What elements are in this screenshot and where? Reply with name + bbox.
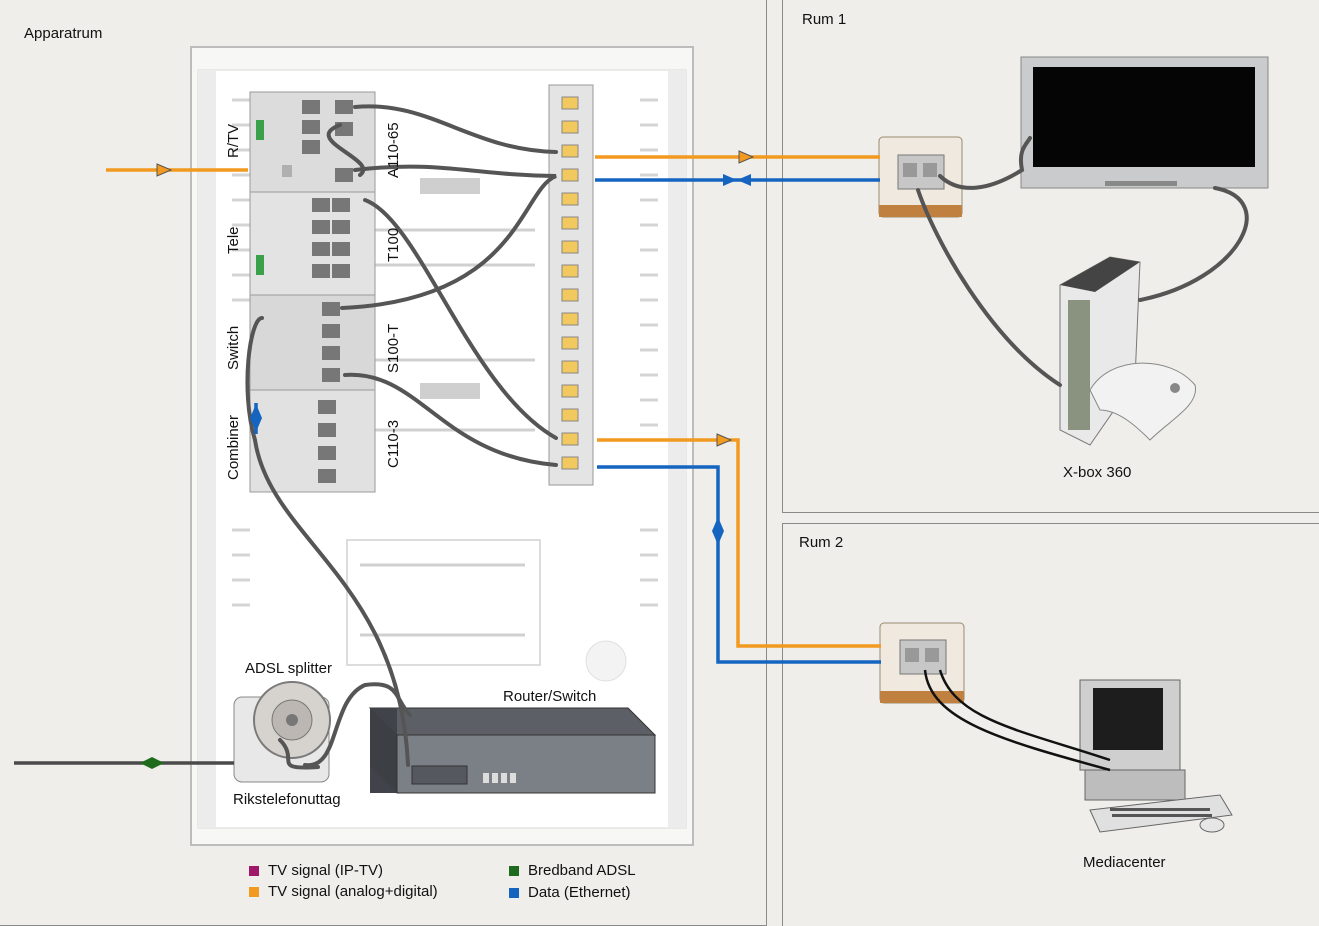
patch-panel: [548, 84, 594, 486]
xbox-console: [1059, 256, 1196, 446]
patch-cables: [245, 104, 1249, 770]
legend-label-tv-analog: TV signal (analog+digital): [268, 883, 438, 900]
label-combiner: Combiner: [225, 415, 242, 480]
label-rikstelefonuttag: Rikstelefonuttag: [233, 791, 341, 808]
mediacenter-computer: [1079, 679, 1233, 833]
label-tele: Tele: [225, 226, 242, 254]
label-rtv: R/TV: [225, 124, 242, 158]
legend-item-tv-analog: TV signal (analog+digital): [249, 883, 438, 900]
room-title-rum2: Rum 2: [799, 534, 844, 551]
label-mediacenter: Mediacenter: [1083, 854, 1166, 871]
label-a110: A110-65: [385, 122, 402, 178]
legend-label-data: Data (Ethernet): [528, 884, 631, 901]
label-s100: S100-T: [385, 324, 402, 373]
label-c110: C110-3: [385, 420, 402, 468]
label-adsl-splitter: ADSL splitter: [245, 660, 332, 677]
legend-item-iptv: TV signal (IP-TV): [249, 862, 383, 879]
room-title-apparatrum: Apparatrum: [24, 25, 103, 42]
wall-outlet-rum2: [879, 622, 965, 704]
legend-item-adsl: Bredband ADSL: [509, 862, 636, 879]
label-t100: T100: [385, 228, 402, 262]
legend-swatch-tv-analog: [249, 886, 259, 897]
signal-arrows: [140, 150, 755, 769]
legend-swatch-adsl: [509, 865, 519, 876]
legend-label-iptv: TV signal (IP-TV): [268, 862, 384, 879]
room-cables: [923, 669, 1111, 772]
legend-item-data: Data (Ethernet): [509, 884, 631, 901]
module-stack: [249, 91, 376, 493]
room-rum2: Rum 2: [782, 523, 1319, 926]
label-router-switch: Router/Switch: [503, 688, 597, 705]
legend-label-adsl: Bredband ADSL: [528, 862, 636, 879]
room-title-rum1: Rum 1: [802, 11, 847, 28]
legend-swatch-data: [509, 887, 519, 898]
legend-swatch-iptv: [249, 865, 259, 876]
wall-outlet-rum1: [878, 136, 963, 218]
label-switch: Switch: [225, 326, 242, 370]
router-switch-device: [368, 707, 657, 794]
tv-screen: [1020, 56, 1269, 189]
label-xbox: X-box 360: [1063, 464, 1132, 481]
